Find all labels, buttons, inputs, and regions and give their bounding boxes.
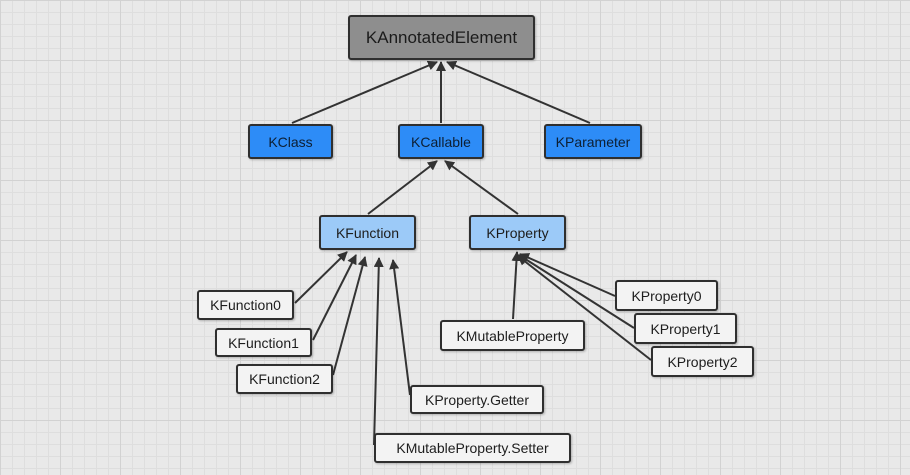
node-kcallable[interactable]: KCallable (398, 124, 484, 159)
node-kclass[interactable]: KClass (248, 124, 333, 159)
node-kmutableproperty[interactable]: KMutableProperty (440, 320, 585, 351)
edge-kmutableproperty_setter-to-kfunction (373, 257, 384, 446)
edge-kproperty1-to-kproperty (518, 254, 635, 329)
node-kproperty1[interactable]: KProperty1 (634, 313, 737, 344)
edge-kfunction-to-kcallable (367, 160, 438, 215)
node-kfunction2[interactable]: KFunction2 (236, 364, 333, 394)
node-kannotatedelement[interactable]: KAnnotatedElement (348, 15, 535, 60)
node-kfunction0[interactable]: KFunction0 (197, 290, 294, 320)
node-kfunction[interactable]: KFunction (319, 215, 416, 250)
edge-kfunction2-to-kfunction (332, 256, 368, 376)
edge-kfunction0-to-kfunction (294, 251, 348, 304)
edge-kclass-to-root (291, 60, 438, 124)
edge-kproperty-to-kcallable (444, 160, 519, 215)
edge-kmutableproperty-to-kproperty (511, 251, 522, 320)
edge-kfunction1-to-kfunction (312, 254, 357, 341)
node-kproperty[interactable]: KProperty (469, 215, 566, 250)
edge-kproperty2-to-kproperty (517, 255, 652, 361)
edge-kparameter-to-root (446, 60, 591, 124)
edge-kproperty0-to-kproperty (519, 253, 616, 297)
node-kproperty0[interactable]: KProperty0 (615, 280, 718, 311)
edge-kproperty_getter-to-kfunction (389, 259, 411, 396)
node-kproperty2[interactable]: KProperty2 (651, 346, 754, 377)
node-kparameter[interactable]: KParameter (544, 124, 642, 159)
node-kproperty-getter[interactable]: KProperty.Getter (410, 385, 544, 414)
node-kmutableproperty-setter[interactable]: KMutableProperty.Setter (374, 433, 571, 463)
node-kfunction1[interactable]: KFunction1 (215, 328, 312, 357)
